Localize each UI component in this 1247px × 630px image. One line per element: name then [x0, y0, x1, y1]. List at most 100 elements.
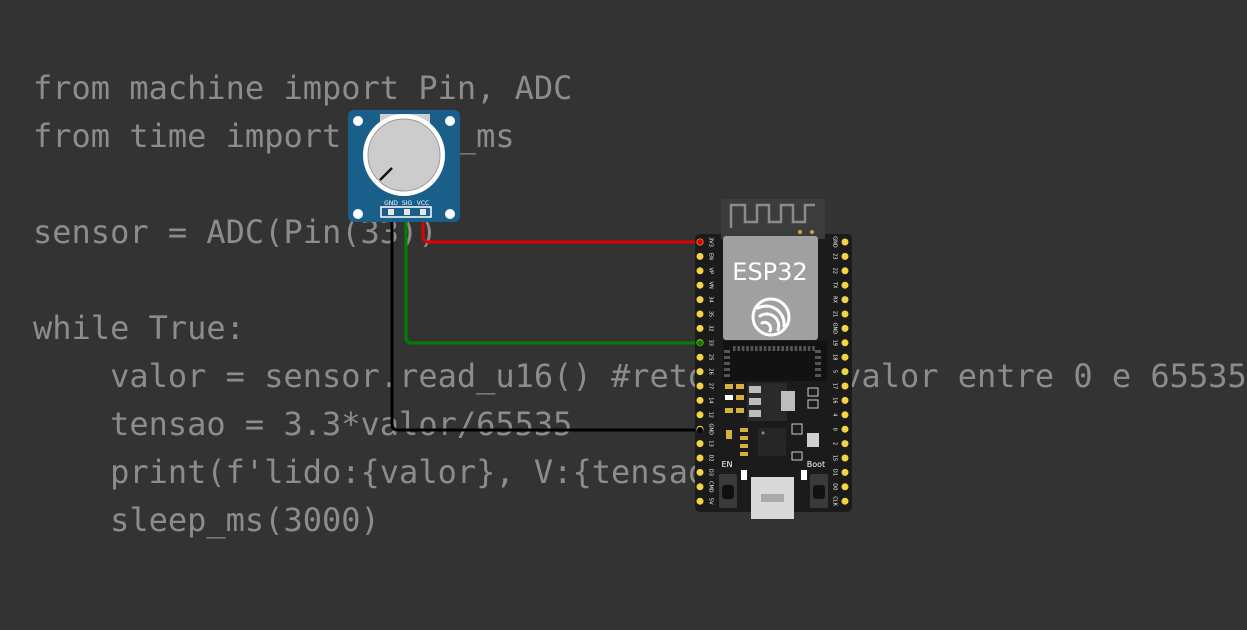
smd-component	[807, 387, 819, 397]
esp32-pin-label: GND	[708, 423, 714, 435]
esp32-pin-label: GND	[832, 236, 838, 248]
esp32-pin[interactable]	[841, 440, 849, 448]
esp32-pin-label: 4	[832, 413, 838, 416]
module-pad	[750, 346, 754, 351]
esp32-pin[interactable]	[696, 382, 704, 390]
module-pad	[746, 346, 749, 351]
code-line: while True:	[33, 309, 245, 347]
esp32-pin[interactable]	[696, 454, 704, 462]
smd-component	[740, 452, 748, 456]
esp32-pin-label: 15	[832, 455, 838, 461]
esp32-pin[interactable]	[841, 411, 849, 419]
mount-hole	[445, 209, 455, 219]
module-pad	[794, 346, 798, 351]
esp32-pin-label: 35	[708, 311, 714, 317]
module-pad	[777, 346, 780, 351]
esp32-pin-label: 17	[832, 383, 838, 389]
esp32-pin-label: EN	[708, 253, 714, 260]
esp32-pin-label: 16	[832, 397, 838, 403]
module-pad	[724, 374, 730, 377]
esp32-pin[interactable]	[841, 267, 849, 275]
esp32-pin[interactable]	[696, 368, 704, 376]
smd-component	[736, 408, 744, 413]
potentiometer[interactable]: GND SIG VCC	[348, 110, 460, 222]
antenna-trace	[729, 203, 815, 228]
esp32-pin[interactable]	[841, 368, 849, 376]
module-pad	[790, 346, 793, 351]
circuit-diagram: GND SIG VCC ESP32	[348, 110, 852, 519]
esp32-shield	[723, 236, 818, 340]
smd-component	[725, 384, 733, 389]
esp32-pin-label: TX	[832, 281, 838, 289]
esp32-pin[interactable]	[696, 440, 704, 448]
esp32-pin[interactable]	[696, 252, 704, 260]
esp32-pin[interactable]	[841, 238, 849, 246]
esp32-pin[interactable]	[841, 310, 849, 318]
esp32-pin[interactable]	[696, 296, 704, 304]
esp32-pin[interactable]	[841, 324, 849, 332]
esp32-pin-label: D1	[832, 469, 838, 476]
module-pad	[724, 368, 730, 371]
esp32-pin[interactable]	[841, 281, 849, 289]
led	[801, 470, 807, 480]
led	[741, 470, 747, 480]
esp32-pin[interactable]	[841, 454, 849, 462]
esp32-pin[interactable]	[696, 468, 704, 476]
esp32-pin[interactable]	[841, 396, 849, 404]
esp32-pin[interactable]	[841, 252, 849, 260]
pot-pin[interactable]	[388, 209, 394, 215]
left-pin-header	[696, 238, 704, 505]
pot-pin[interactable]	[420, 209, 426, 215]
regulator-pad	[749, 386, 761, 393]
esp32-pin[interactable]	[696, 411, 704, 419]
code-line: print(f'lido:{valor}, V:{tensao}')	[33, 453, 766, 491]
module-pad	[772, 346, 776, 351]
esp32-pin[interactable]	[841, 468, 849, 476]
esp32-pin-label: CLK	[832, 496, 838, 506]
potentiometer-knob[interactable]	[367, 118, 441, 192]
esp32-pin-label: 21	[832, 311, 838, 317]
antenna-dot	[798, 230, 802, 234]
esp32-pin[interactable]	[696, 324, 704, 332]
wire-vcc	[421, 216, 700, 244]
module-pad	[807, 346, 811, 351]
esp32-module-label: ESP32	[732, 258, 807, 286]
esp32-pin-label: D0	[832, 483, 838, 490]
esp32-pin-label: RX	[832, 296, 838, 303]
esp32-board[interactable]: ESP32 EN Boot	[695, 199, 852, 519]
esp32-pin[interactable]	[841, 497, 849, 505]
esp32-pin[interactable]	[841, 425, 849, 433]
pot-pin[interactable]	[404, 209, 410, 215]
esp32-pin[interactable]	[696, 310, 704, 318]
esp32-pin[interactable]	[841, 296, 849, 304]
module-pad	[763, 346, 767, 351]
module-pad	[785, 346, 789, 351]
esp32-pin[interactable]	[841, 483, 849, 491]
esp32-pin[interactable]	[696, 353, 704, 361]
esp32-pin[interactable]	[696, 281, 704, 289]
boot-button-label: Boot	[807, 460, 825, 469]
antenna-dot	[810, 230, 814, 234]
smd-component	[725, 408, 733, 413]
module-pad	[724, 362, 730, 365]
wire-end-signal	[697, 340, 703, 346]
esp32-pin-label: 22	[832, 268, 838, 274]
wire-signal	[404, 216, 700, 345]
esp32-pin[interactable]	[696, 497, 704, 505]
esp32-pin[interactable]	[696, 267, 704, 275]
pot-pin-label-vcc: VCC	[417, 200, 429, 207]
module-pad	[737, 346, 740, 351]
esp32-pin-label: 27	[708, 383, 714, 389]
module-pad	[759, 346, 762, 351]
pot-pin-label-gnd: GND	[384, 200, 398, 207]
esp32-pin[interactable]	[696, 396, 704, 404]
esp32-pin[interactable]	[841, 353, 849, 361]
en-button[interactable]	[722, 485, 734, 499]
esp32-pin[interactable]	[696, 483, 704, 491]
boot-button[interactable]	[813, 485, 825, 499]
esp32-pin[interactable]	[841, 339, 849, 347]
esp32-pin[interactable]	[841, 382, 849, 390]
module-pad	[768, 346, 771, 351]
smd-component	[807, 399, 819, 409]
